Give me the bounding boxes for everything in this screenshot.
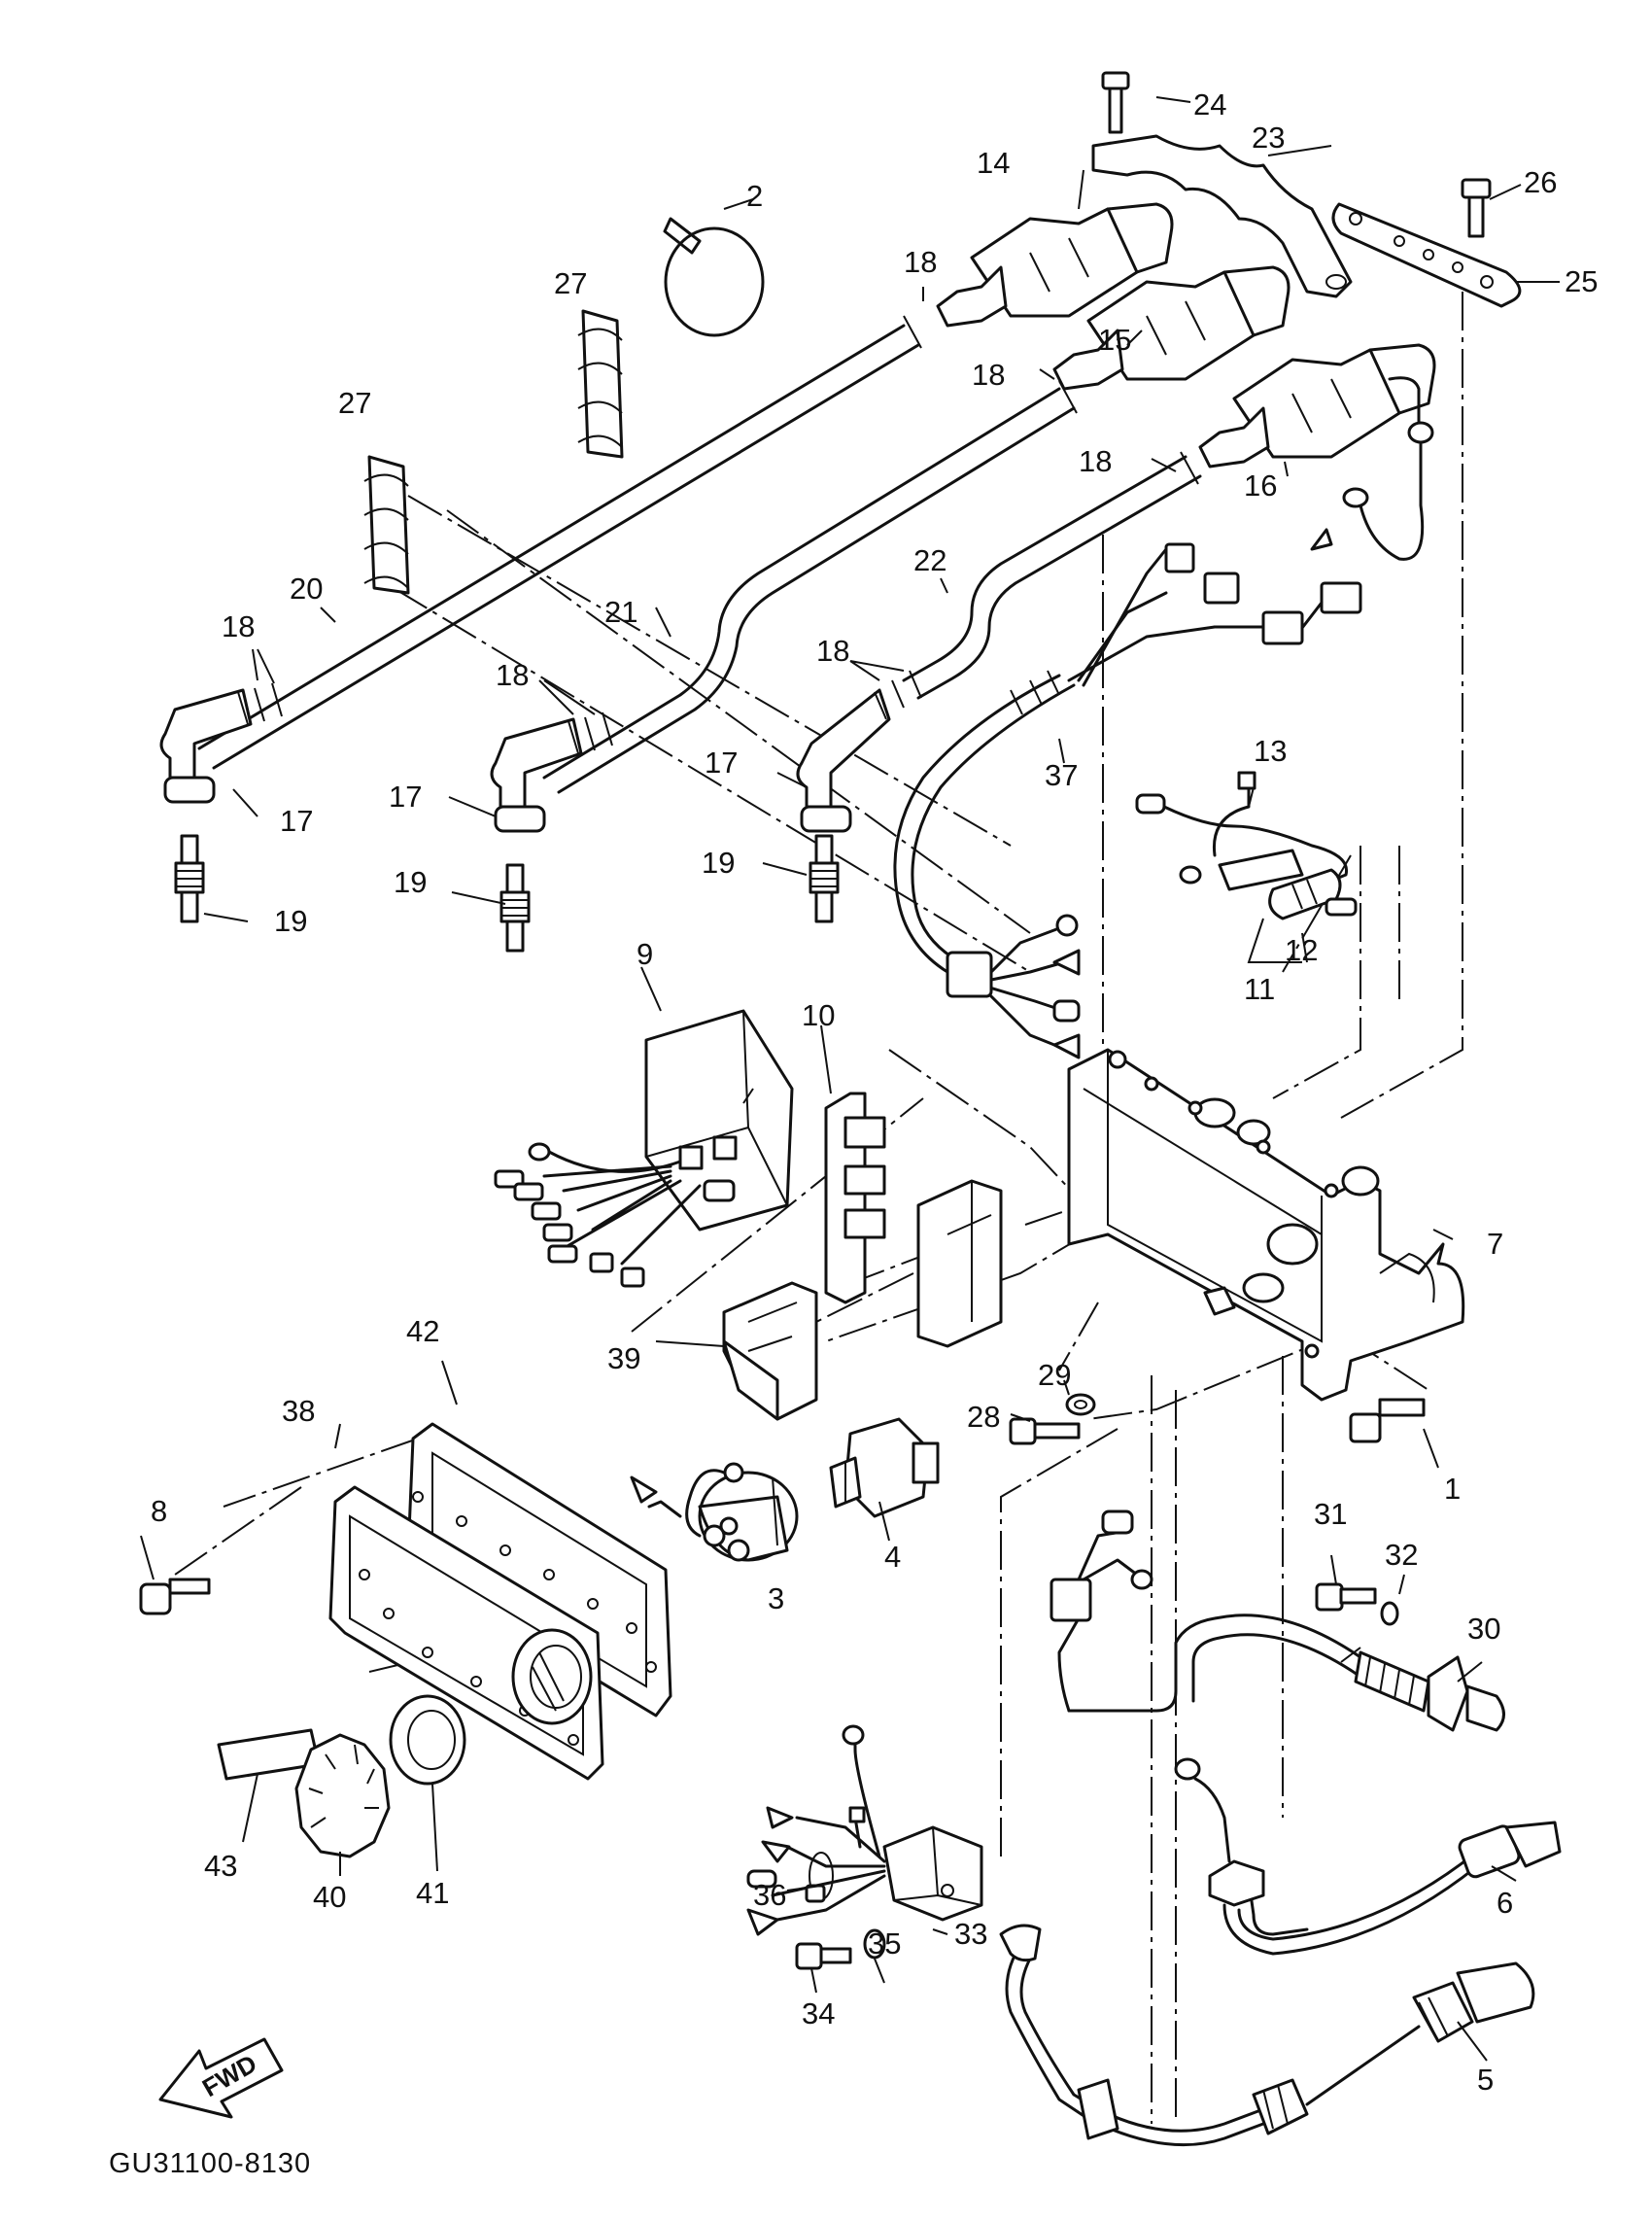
callout-18f: 18	[816, 634, 849, 668]
ground-and-resistor	[1135, 771, 1358, 920]
callout-23: 23	[1252, 121, 1285, 155]
callout-19: 19	[274, 904, 307, 938]
callout-41: 41	[416, 1876, 449, 1910]
bracket-39	[722, 1281, 818, 1421]
callout-9: 9	[637, 937, 653, 971]
callout-31: 31	[1314, 1497, 1347, 1531]
callout-8: 8	[151, 1494, 167, 1528]
cdi-holder	[824, 1092, 1003, 1348]
callout-18c: 18	[1079, 444, 1112, 478]
callout-leaders	[140, 96, 1560, 2062]
callout-30: 30	[1467, 1612, 1500, 1646]
callout-18: 18	[904, 245, 937, 279]
callout-12: 12	[1285, 933, 1318, 967]
callout-26: 26	[1524, 165, 1557, 199]
sensor-30	[1050, 1510, 1505, 1732]
callout-4: 4	[884, 1540, 901, 1574]
callout-24: 24	[1193, 87, 1226, 121]
callout-27: 27	[554, 266, 587, 300]
callout-3: 3	[768, 1581, 784, 1615]
callout-27b: 27	[338, 386, 371, 420]
callout-25: 25	[1565, 264, 1598, 298]
rectifier-regulator	[746, 1724, 983, 1970]
callout-33: 33	[954, 1917, 987, 1951]
callout-2: 2	[746, 179, 763, 213]
callout-11: 11	[1244, 972, 1275, 1006]
starter-relay	[630, 1462, 799, 1562]
callout-43: 43	[204, 1849, 237, 1883]
ignition-coil-assembly-upper	[197, 202, 1436, 794]
callout-18d: 18	[222, 609, 255, 643]
callout-42: 42	[406, 1314, 439, 1348]
callout-19b: 19	[394, 865, 427, 899]
callout-17c: 17	[705, 746, 738, 780]
callout-13: 13	[1254, 734, 1287, 768]
callout-35: 35	[868, 1926, 901, 1961]
callout-1: 1	[1444, 1472, 1461, 1506]
callout-15: 15	[1098, 323, 1131, 357]
callout-18b: 18	[972, 358, 1005, 392]
plug-caps-and-boots	[159, 315, 1199, 833]
callout-39: 39	[607, 1341, 640, 1375]
callout-19c: 19	[702, 846, 735, 880]
callout-10: 10	[802, 998, 835, 1032]
bolts-and-washers	[1009, 1393, 1426, 1445]
callout-numbers: 1 2 3 4 5 6 7 8 9 10 11 12 13 14 15 16 1…	[151, 87, 1598, 2097]
callout-20: 20	[290, 572, 323, 606]
coil-bracket-hardware	[1091, 71, 1522, 308]
sensor-5	[999, 1924, 1535, 2147]
callout-36: 36	[753, 1878, 786, 1912]
wiring-harness	[893, 542, 1362, 1059]
callout-28: 28	[967, 1400, 1000, 1434]
callout-21: 21	[604, 595, 637, 629]
cdi-unit	[494, 1009, 794, 1288]
cord-holders	[363, 309, 624, 595]
spark-plugs	[174, 834, 840, 953]
callout-40: 40	[313, 1880, 346, 1914]
forward-arrow-icon: FWD	[158, 2037, 284, 2119]
switch-4	[829, 1417, 940, 1518]
callout-29: 29	[1038, 1358, 1071, 1392]
callout-16: 16	[1244, 468, 1277, 503]
band-clamp	[663, 217, 765, 337]
electrical-bracket	[1067, 1048, 1465, 1402]
callout-34: 34	[802, 1996, 835, 2030]
callout-7: 7	[1487, 1227, 1503, 1261]
callout-22: 22	[913, 543, 946, 577]
callout-17: 17	[280, 804, 313, 838]
cover-assembly	[139, 1422, 672, 1858]
diagram-code: GU31100-8130	[109, 2148, 311, 2179]
callout-18e: 18	[496, 658, 529, 692]
callout-14: 14	[977, 146, 1010, 180]
callout-5: 5	[1477, 2063, 1494, 2097]
callout-37: 37	[1045, 758, 1078, 792]
callout-6: 6	[1497, 1886, 1513, 1920]
callout-17b: 17	[389, 780, 422, 814]
pulser-coil	[1174, 1757, 1562, 1956]
callout-38: 38	[282, 1394, 315, 1428]
callout-32: 32	[1385, 1538, 1418, 1572]
